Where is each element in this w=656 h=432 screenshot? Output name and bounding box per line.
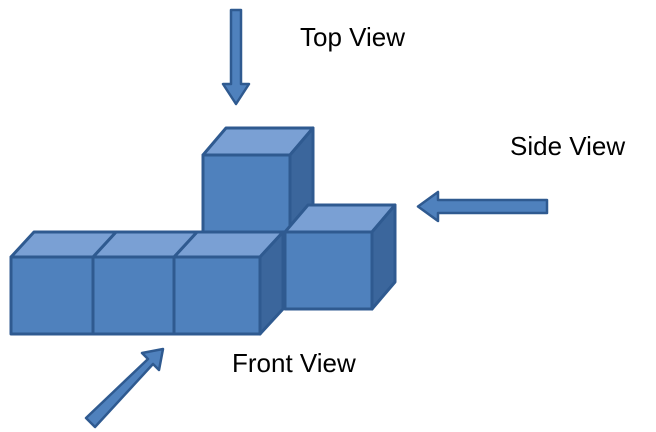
cube-front-face bbox=[283, 230, 374, 311]
cube-front-face bbox=[91, 255, 176, 336]
cube-assembly bbox=[9, 126, 397, 336]
front-view-label: Front View bbox=[232, 348, 356, 378]
arrow-left-icon bbox=[416, 190, 549, 223]
side-view-label: Side View bbox=[510, 131, 625, 161]
cube-front-face bbox=[201, 153, 292, 234]
cube-front-row-2 bbox=[91, 230, 199, 336]
cube-front-face bbox=[172, 255, 262, 336]
top-view-arrow bbox=[221, 8, 251, 106]
cube-right bbox=[283, 203, 397, 311]
arrow-down-icon bbox=[221, 8, 251, 106]
cube-front-row-3 bbox=[172, 230, 285, 336]
top-view-label: Top View bbox=[300, 22, 405, 52]
arrow-up-right-icon bbox=[84, 347, 165, 429]
front-view-arrow bbox=[84, 347, 165, 429]
cube-front-face bbox=[9, 255, 95, 336]
cube-front-row-1 bbox=[9, 230, 118, 336]
side-view-arrow bbox=[416, 190, 549, 223]
